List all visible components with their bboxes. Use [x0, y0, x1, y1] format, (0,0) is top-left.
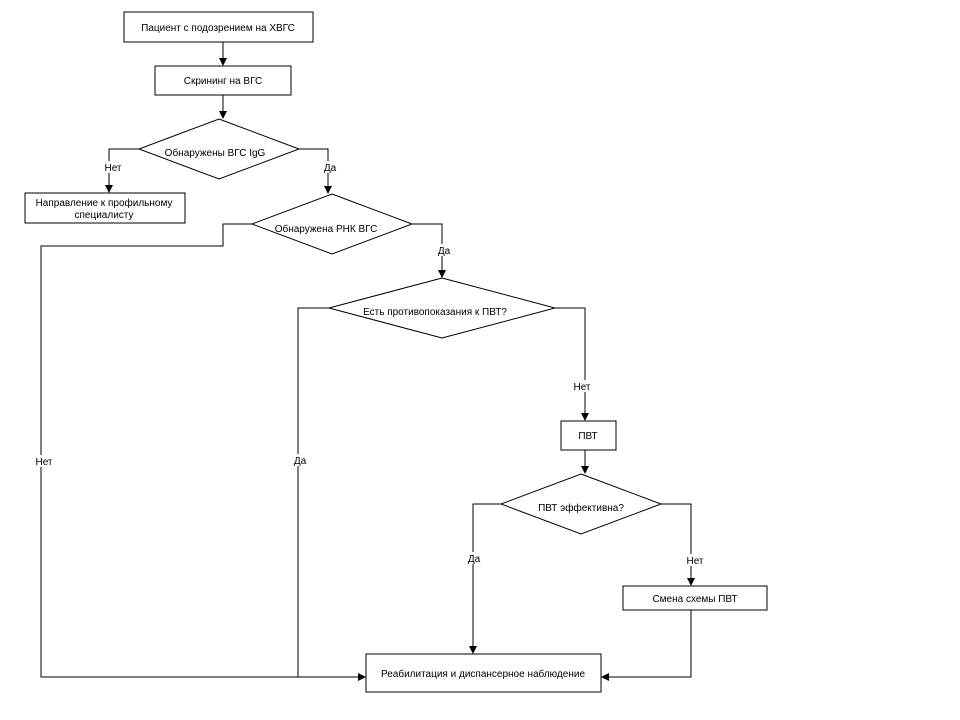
node-referral-label-line1: Направление к профильному	[36, 197, 173, 209]
edge-label-rna-no-text: Нет	[35, 457, 52, 468]
edge-label-effective-yes: Да	[463, 552, 485, 565]
edge-label-contra-yes: Да	[289, 454, 311, 467]
edge-effective-yes	[469, 503, 501, 654]
edge-label-effective-no: Нет	[682, 554, 708, 567]
node-patient: Пациент с подозрением на ХВГС	[123, 11, 314, 43]
edge-label-contra-no-text: Нет	[573, 382, 590, 393]
edge-label-effective-yes-text: Да	[468, 554, 481, 565]
edge-label-rna-yes-text: Да	[438, 246, 451, 257]
node-change-scheme: Смена схемы ПВТ	[622, 585, 768, 611]
decision-contraindications: Есть противопоказания к ПВТ?	[327, 277, 557, 339]
node-referral-label-line2: специалисту	[75, 210, 134, 221]
edge-label-igg-yes-text: Да	[324, 163, 337, 174]
edge-effective-no	[661, 503, 695, 586]
node-pvt: ПВТ	[560, 420, 617, 451]
edge-label-igg-no: Нет	[100, 161, 126, 174]
node-screening-label: Скрининг на ВГС	[184, 76, 263, 87]
node-rehab: Реабилитация и диспансерное наблюдение	[365, 653, 602, 693]
edge-label-contra-no: Нет	[569, 380, 595, 393]
edge-label-rna-no: Нет	[31, 455, 57, 468]
decision-pvt-effective-label: ПВТ эффективна?	[538, 502, 624, 514]
node-referral: Направление к профильному специалисту	[24, 192, 186, 224]
node-change-scheme-label: Смена схемы ПВТ	[652, 594, 737, 605]
edge-igg-no	[105, 148, 139, 193]
edge-label-rna-yes: Да	[433, 244, 455, 257]
edge-label-igg-no-text: Нет	[104, 163, 121, 174]
edge-change-to-rehab	[601, 610, 692, 681]
node-screening: Скрининг на ВГС	[154, 65, 292, 96]
edge-rna-yes	[412, 223, 446, 278]
edge-label-effective-no-text: Нет	[686, 556, 703, 567]
edge-igg-yes	[299, 148, 332, 194]
edge-contra-no	[555, 307, 589, 421]
decision-rna-detected-label: Обнаружена РНК ВГС	[275, 223, 378, 235]
edge-rna-no	[40, 223, 366, 681]
decision-pvt-effective: ПВТ эффективна?	[499, 473, 663, 535]
decision-rna-detected: Обнаружена РНК ВГС	[250, 193, 414, 255]
decision-igg-detected-label: Обнаружены ВГС IgG	[165, 147, 266, 159]
decision-contraindications-label: Есть противопоказания к ПВТ?	[363, 307, 507, 318]
node-rehab-label: Реабилитация и диспансерное наблюдение	[381, 668, 585, 680]
edge-contra-yes	[297, 307, 329, 677]
decision-igg-detected: Обнаружены ВГС IgG	[137, 118, 301, 180]
edge-label-igg-yes: Да	[319, 161, 341, 174]
node-patient-label: Пациент с подозрением на ХВГС	[141, 23, 295, 34]
node-pvt-label: ПВТ	[578, 431, 597, 442]
edge-label-contra-yes-text: Да	[294, 456, 307, 467]
